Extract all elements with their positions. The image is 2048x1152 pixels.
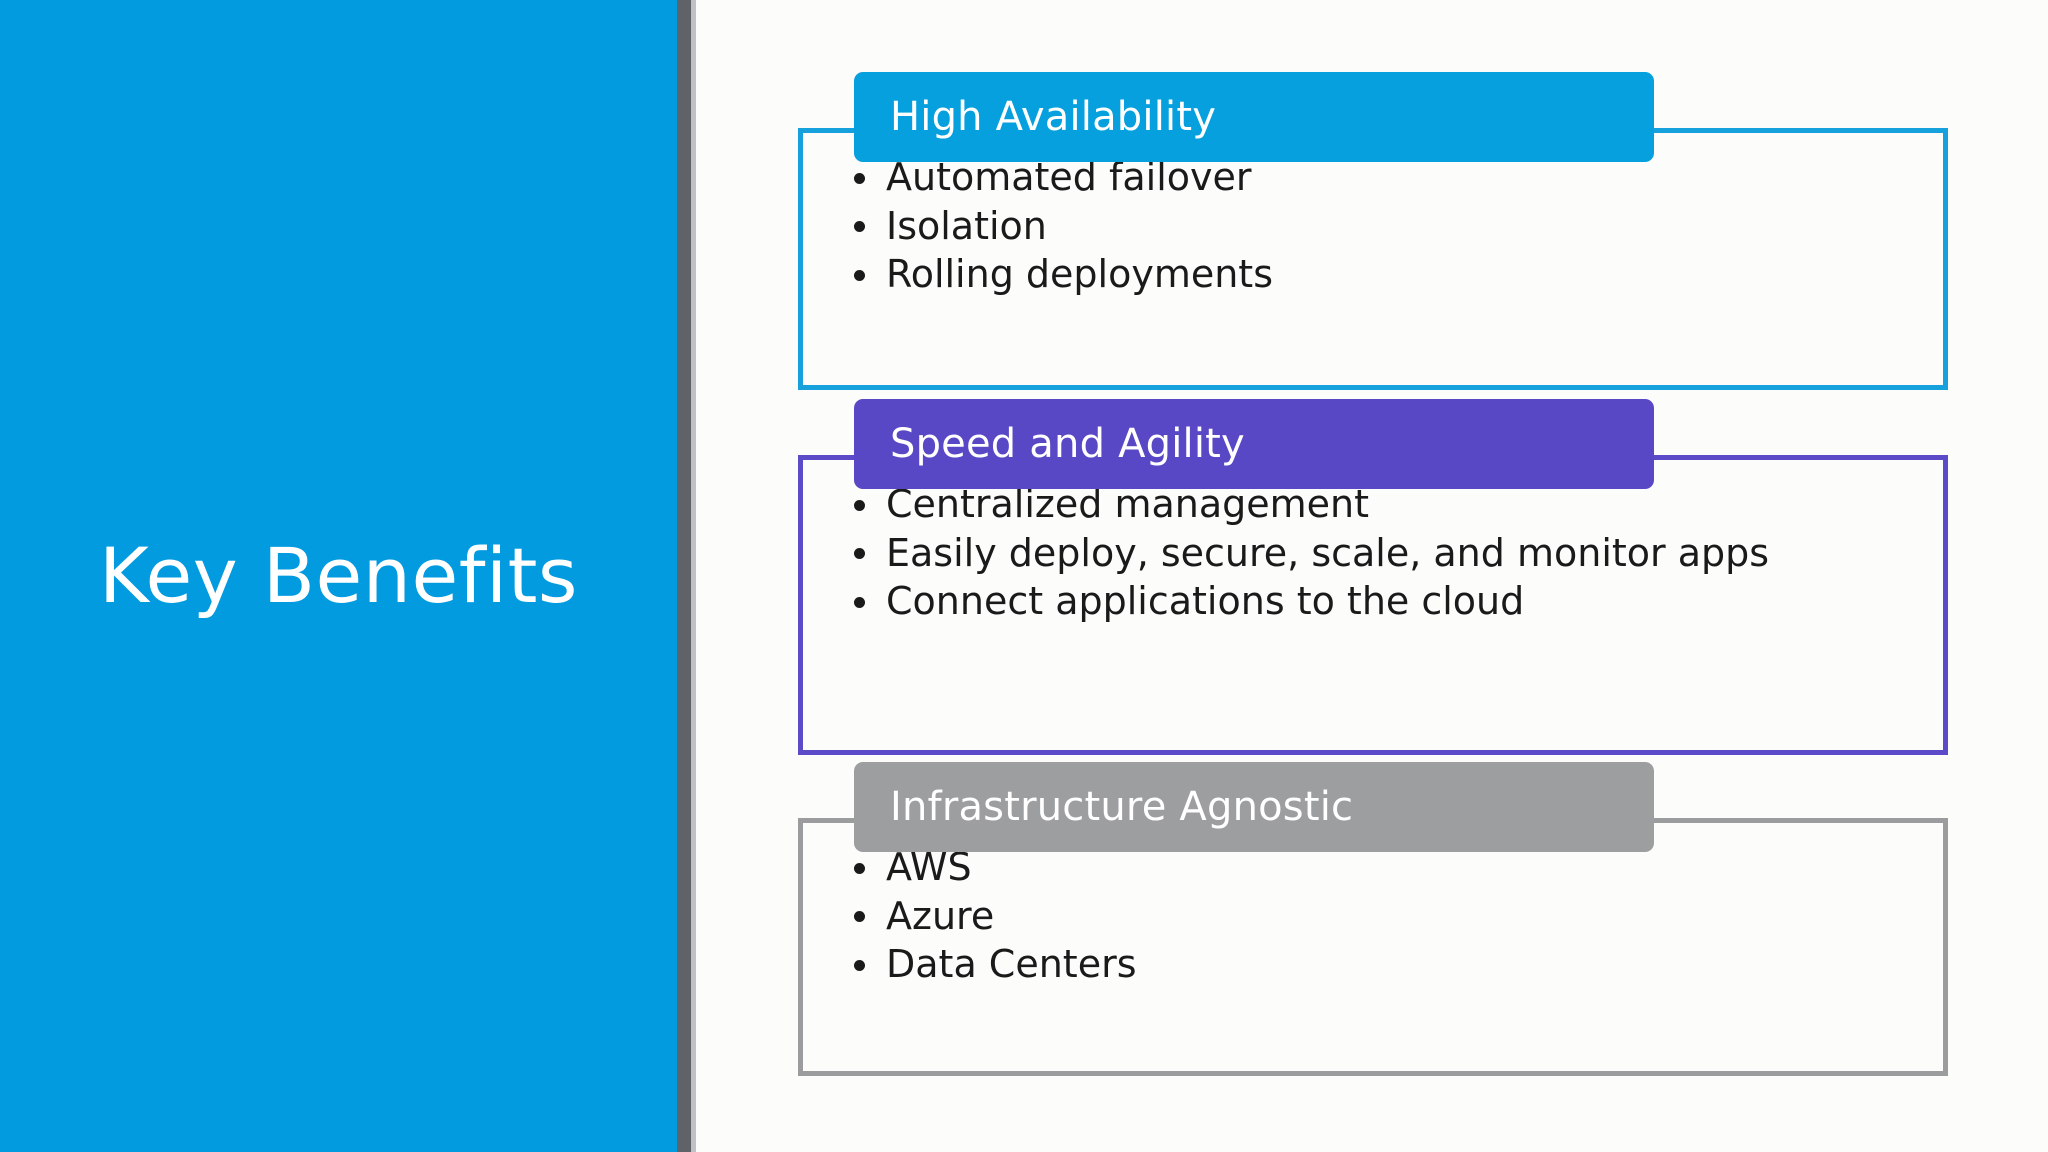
list-item-label: Easily deploy, secure, scale, and monito… xyxy=(886,530,1770,575)
list-item: Easily deploy, secure, scale, and monito… xyxy=(798,530,1816,575)
list-item: Automated failover xyxy=(798,156,1948,199)
list-item: Connect applications to the cloud xyxy=(798,580,1816,623)
benefit-header-label: High Availability xyxy=(890,94,1217,140)
benefit-header-label: Speed and Agility xyxy=(890,421,1245,467)
list-item: Azure xyxy=(798,893,1948,938)
list-item-label: Azure xyxy=(886,893,995,938)
list-item: AWS xyxy=(798,846,1948,889)
list-item: Rolling deployments xyxy=(798,253,1948,296)
bullet-dot-icon xyxy=(854,499,865,511)
bullet-list: Centralized management Easily deploy, se… xyxy=(798,483,1948,623)
panel-divider-dark xyxy=(677,0,691,1152)
list-item-label: Isolation xyxy=(886,203,1047,248)
bullet-dot-icon xyxy=(854,959,865,971)
benefit-block-infrastructure-agnostic: Infrastructure Agnostic AWS Azure Data C… xyxy=(798,762,1948,1076)
benefit-header-label: Infrastructure Agnostic xyxy=(890,784,1354,830)
benefit-block-high-availability: High Availability Automated failover Iso… xyxy=(798,72,1948,390)
list-item-label: AWS xyxy=(886,845,972,889)
bullet-dot-icon xyxy=(854,269,865,281)
bullet-dot-icon xyxy=(854,221,865,233)
bullet-dot-icon xyxy=(854,862,865,874)
bullet-list: AWS Azure Data Centers xyxy=(798,846,1948,986)
benefit-block-speed-and-agility: Speed and Agility Centralized management… xyxy=(798,399,1948,755)
bullet-dot-icon xyxy=(854,548,865,560)
benefit-header-infrastructure-agnostic[interactable]: Infrastructure Agnostic xyxy=(854,762,1654,852)
benefit-header-speed-and-agility[interactable]: Speed and Agility xyxy=(854,399,1654,489)
benefit-header-high-availability[interactable]: High Availability xyxy=(854,72,1654,162)
benefit-body-infrastructure-agnostic: AWS Azure Data Centers xyxy=(798,846,1948,992)
list-item-label: Connect applications to the cloud xyxy=(886,579,1525,624)
list-item: Centralized management xyxy=(798,483,1816,526)
title-panel: Key Benefits xyxy=(0,0,677,1152)
bullet-dot-icon xyxy=(854,596,865,608)
list-item-label: Centralized management xyxy=(886,482,1369,526)
panel-divider-light xyxy=(691,0,696,1152)
content-area: High Availability Automated failover Iso… xyxy=(696,0,2048,1152)
bullet-dot-icon xyxy=(854,172,865,184)
page-title: Key Benefits xyxy=(98,531,579,621)
list-item-label: Automated failover xyxy=(886,155,1252,199)
benefit-body-high-availability: Automated failover Isolation Rolling dep… xyxy=(798,156,1948,302)
bullet-list: Automated failover Isolation Rolling dep… xyxy=(798,156,1948,296)
list-item: Isolation xyxy=(798,203,1948,248)
benefit-body-speed-and-agility: Centralized management Easily deploy, se… xyxy=(798,483,1948,629)
list-item-label: Rolling deployments xyxy=(886,252,1273,297)
list-item: Data Centers xyxy=(798,943,1948,986)
list-item-label: Data Centers xyxy=(886,942,1137,987)
bullet-dot-icon xyxy=(854,911,865,923)
